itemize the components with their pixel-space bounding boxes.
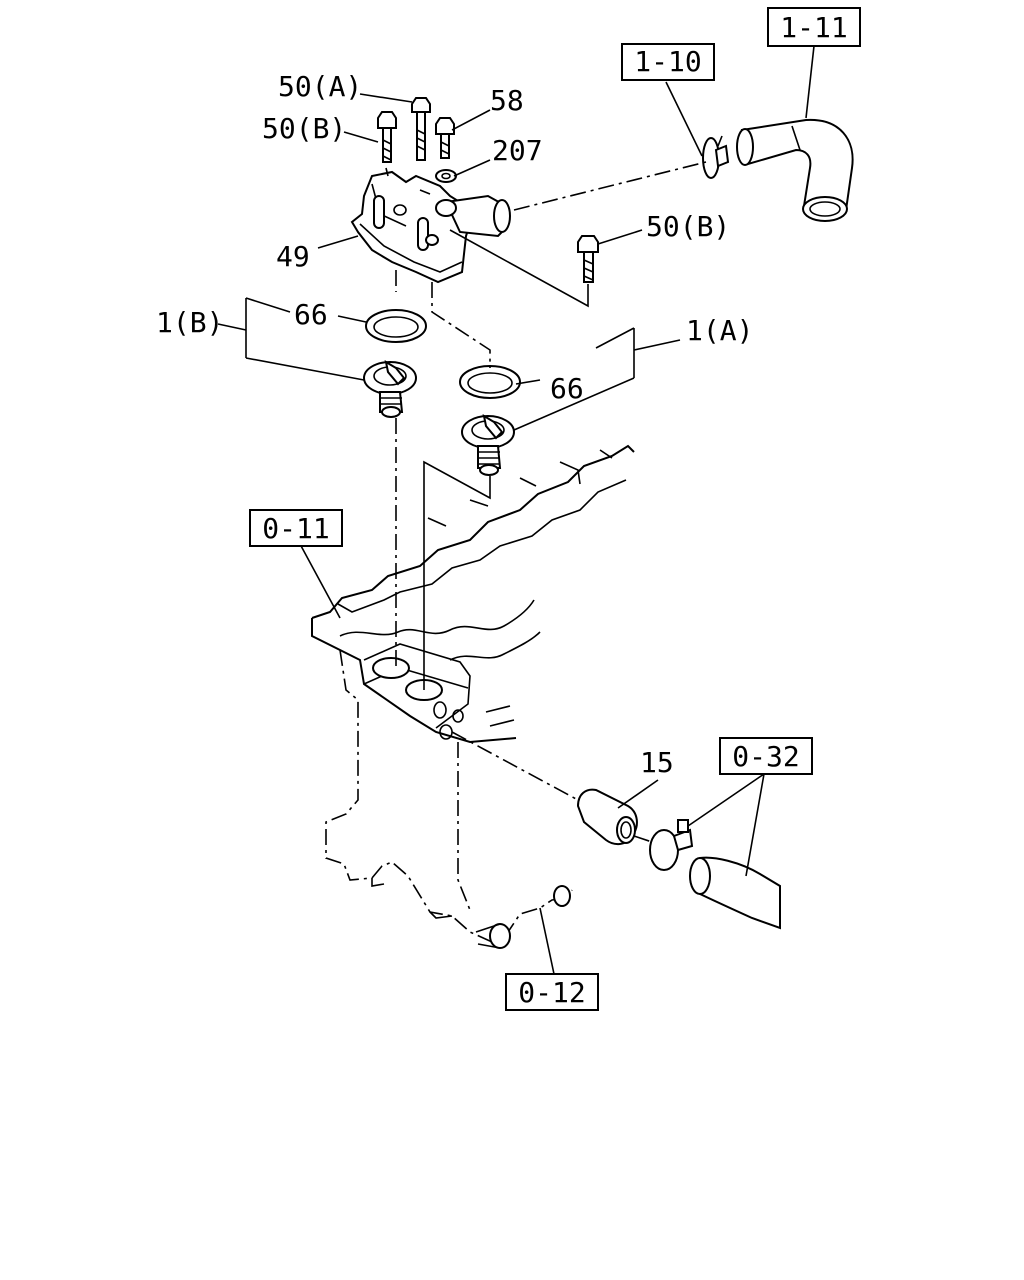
ref-label-0-12: 0-12 xyxy=(518,976,585,1009)
thermostat-housing-icon xyxy=(350,167,511,284)
part-label-207: 207 xyxy=(492,134,543,167)
part-label-50b-right: 50(B) xyxy=(646,210,730,243)
part-label-15: 15 xyxy=(640,746,674,779)
ref-label-0-32: 0-32 xyxy=(732,740,799,773)
gasket-66-left-icon xyxy=(365,309,427,343)
ref-label-1-10: 1-10 xyxy=(634,45,701,78)
hose-clamp-0-32-icon xyxy=(649,819,694,871)
ref-label-0-11: 0-11 xyxy=(262,512,329,545)
part-label-50a: 50(A) xyxy=(278,70,362,103)
gasket-66-right-icon xyxy=(459,365,521,399)
bolt-50a-icon xyxy=(411,97,431,161)
bolt-50b-icon xyxy=(377,111,397,163)
part-label-49: 49 xyxy=(276,240,310,273)
leader-lines xyxy=(217,45,815,975)
part-label-66-right: 66 xyxy=(550,372,584,405)
ref-box-0-12 xyxy=(505,973,599,1011)
ref-box-1-11 xyxy=(767,7,861,47)
cylinder-head-icon xyxy=(311,444,635,949)
washer-207-icon xyxy=(435,169,457,183)
ref-box-1-10 xyxy=(621,43,715,81)
bolt-58-icon xyxy=(435,117,455,159)
label-group: 1-11 1-10 0-11 0-32 0-12 50(A) 50(B) 58 … xyxy=(156,7,861,1011)
assembly-lines xyxy=(395,161,707,843)
thermostat-1b-icon xyxy=(363,359,417,418)
part-label-50b-top: 50(B) xyxy=(262,112,346,145)
elbow-hose-icon xyxy=(736,118,854,222)
pipe-15-icon xyxy=(576,788,638,846)
part-label-1b: 1(B) xyxy=(156,306,223,339)
part-label-66-left: 66 xyxy=(294,298,328,331)
part-label-1a: 1(A) xyxy=(686,314,753,347)
hose-icon xyxy=(689,856,781,930)
ref-box-0-11 xyxy=(249,509,343,547)
hose-clip-1-10-icon xyxy=(702,135,730,179)
bolt-50b-right-icon xyxy=(577,235,599,283)
thermostat-1a-icon xyxy=(461,413,515,476)
ref-box-0-32 xyxy=(719,737,813,775)
ref-label-1-11: 1-11 xyxy=(780,11,847,44)
part-label-58: 58 xyxy=(490,84,524,117)
